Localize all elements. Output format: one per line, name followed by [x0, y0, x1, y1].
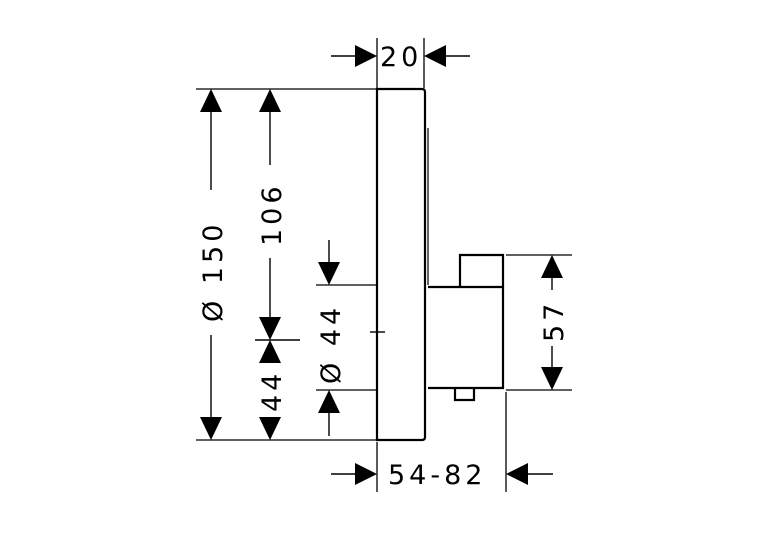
dim-body-height-57: 57 — [539, 300, 570, 342]
part-outline — [375, 87, 505, 442]
dim-offset-44: 44 — [257, 370, 288, 412]
valve-body — [428, 285, 505, 390]
dimension-lines — [200, 45, 563, 485]
dim-top-width: 20 — [380, 42, 422, 73]
dim-height-106: 106 — [257, 182, 288, 246]
dim-diameter-44: Ø 44 — [316, 304, 347, 384]
extension-lines — [196, 38, 572, 492]
cover-plate — [375, 87, 427, 442]
dim-depth-range: 54-82 — [388, 460, 486, 491]
dim-diameter-150: Ø 150 — [198, 221, 229, 322]
valve-cap — [458, 253, 505, 287]
bottom-nub — [453, 388, 476, 402]
